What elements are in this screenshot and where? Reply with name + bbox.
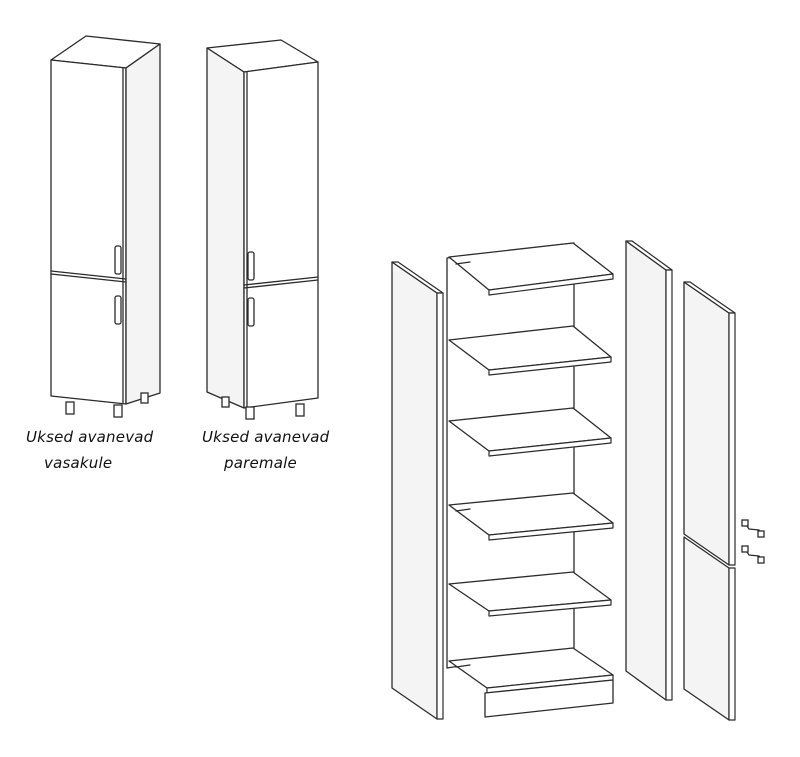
- shelf-3: [448, 492, 614, 541]
- shelf-4: [448, 571, 612, 617]
- door-upper: [683, 281, 736, 566]
- cabinet-2-upper-handle: [247, 251, 255, 281]
- cabinet-1-leg: [140, 392, 149, 404]
- cabinet-2-leg: [221, 396, 230, 408]
- cabinet-1-front: [50, 59, 127, 405]
- caption-left-line2: vasakule: [44, 454, 113, 472]
- loose-handle-1: [741, 519, 765, 538]
- cabinet-1-leg: [113, 404, 123, 418]
- cabinet-2-side: [206, 47, 245, 409]
- cabinet-1-door-split: [50, 270, 127, 280]
- cabinet-2-front: [243, 61, 319, 409]
- exploded-assembly-view: [391, 240, 765, 721]
- cabinet-left-opening: [50, 35, 161, 418]
- shelf-1: [448, 325, 612, 376]
- loose-handle-2: [741, 545, 765, 564]
- shelf-2: [448, 407, 612, 457]
- cabinet-1-side: [125, 43, 161, 405]
- caption-right-line1: Uksed avanevad: [202, 428, 330, 446]
- bottom-panel: [448, 647, 614, 694]
- top-panel: [448, 242, 614, 296]
- cabinet-1-lower-handle: [114, 295, 122, 325]
- left-side-panel: [391, 261, 444, 720]
- cabinet-2-door-split: [243, 276, 319, 286]
- caption-left-line1: Uksed avanevad: [26, 428, 154, 446]
- door-lower: [683, 536, 736, 721]
- plinth: [484, 679, 614, 718]
- cabinet-right-opening: [206, 39, 319, 420]
- caption-right-line2: paremale: [224, 454, 297, 472]
- right-side-panel: [625, 240, 673, 701]
- cabinet-2-leg: [245, 406, 255, 420]
- cabinet-1-upper-handle: [114, 245, 122, 275]
- cabinet-2-leg: [295, 403, 305, 417]
- cabinet-1-leg: [65, 401, 75, 415]
- cabinet-2-lower-handle: [247, 297, 255, 327]
